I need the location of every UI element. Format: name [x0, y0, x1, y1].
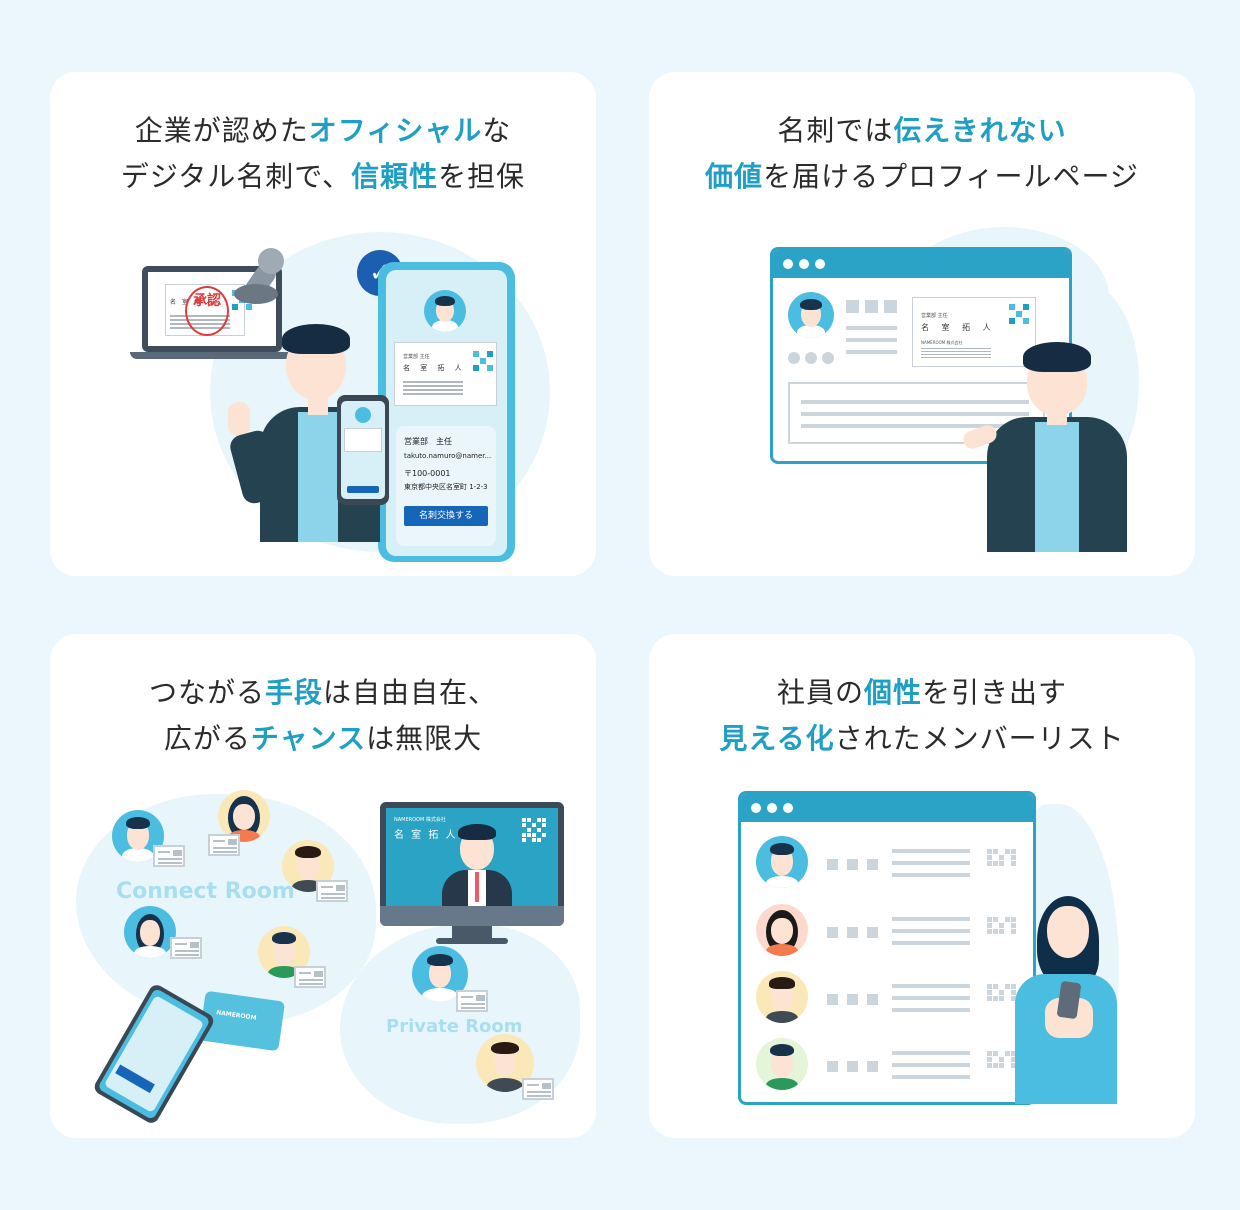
avatar — [424, 290, 466, 332]
monitor-name: 名 室 拓 人 — [394, 830, 458, 841]
private-room-label: Private Room — [386, 1016, 523, 1037]
illustration-connect: Connect Room Private Room — [50, 634, 596, 1138]
window-dot-icon — [783, 803, 793, 813]
mini-card-icon — [208, 834, 240, 856]
profile-address: 東京都中央区名室町 1-2-3 — [404, 483, 488, 491]
qr-code-icon — [987, 1051, 1016, 1068]
illustration-profile-page: 営業部 主任 名 室 拓 人 NAMEROOM 株式会社 — [649, 72, 1195, 576]
qr-code-icon — [987, 984, 1016, 1001]
title-line-1: 社員の個性を引き出す — [776, 676, 1068, 709]
window-dot-icon — [767, 803, 777, 813]
title-line-1: 名刺では伝えきれない — [777, 114, 1067, 147]
feature-card-connect: つながる手段は自由自在、 広がるチャンスは無限大 Connect Room Pr… — [50, 634, 596, 1138]
window-dot-icon — [783, 259, 793, 269]
title-line-2: 価値を届けるプロフィールページ — [705, 160, 1139, 193]
avatar — [756, 836, 808, 888]
avatar — [788, 292, 834, 338]
profile-info-panel: 営業部 主任 takuto.namuro@namer... 〒100-0001 … — [396, 426, 496, 546]
avatar — [355, 407, 371, 423]
feature-title: つながる手段は自由自在、 広がるチャンスは無限大 — [50, 670, 596, 762]
exchange-card-button-mini — [347, 486, 379, 493]
mini-card-icon — [294, 966, 326, 988]
business-card: 営業部 主任 名 室 拓 人 NAMEROOM 株式会社 — [912, 297, 1036, 367]
qr-pattern-icon — [473, 351, 493, 371]
title-line-2: 広がるチャンスは無限大 — [163, 722, 483, 755]
profile-postal: 〒100-0001 — [404, 469, 451, 478]
avatar — [756, 971, 808, 1023]
mini-card-icon — [153, 845, 185, 867]
feature-card-profile-page: 名刺では伝えきれない 価値を届けるプロフィールページ — [649, 72, 1195, 576]
qr-code-icon — [987, 849, 1016, 866]
exchange-card-button[interactable]: 名刺交換する — [404, 506, 488, 526]
title-line-1: 企業が認めたオフィシャルな — [134, 114, 512, 147]
feature-card-official: 企業が認めたオフィシャルな デジタル名刺で、信頼性を担保 名 室 拓 人 承認 … — [50, 72, 596, 576]
monitor-company: NAMEROOM 株式会社 — [394, 817, 446, 823]
feature-title: 名刺では伝えきれない 価値を届けるプロフィールページ — [649, 108, 1195, 200]
profile-dept: 営業部 主任 — [404, 437, 452, 446]
title-line-1: つながる手段は自由自在、 — [148, 676, 498, 709]
title-line-2: 見える化されたメンバーリスト — [719, 722, 1125, 755]
illustration-official: 名 室 拓 人 承認 ✓ 営業部 主任 名 室 拓 人 — [50, 72, 596, 576]
business-card-phone: 営業部 主任 名 室 拓 人 — [394, 342, 497, 406]
feature-title: 企業が認めたオフィシャルな デジタル名刺で、信頼性を担保 — [50, 108, 596, 200]
mini-card-icon — [316, 880, 348, 902]
browser-window-mockup: 営業部 主任 名 室 拓 人 NAMEROOM 株式会社 — [770, 247, 1072, 464]
avatar — [282, 840, 334, 892]
window-dot-icon — [799, 259, 809, 269]
connect-room-label: Connect Room — [116, 879, 295, 904]
approval-stamp-mark: 承認 — [185, 286, 229, 336]
profile-email: takuto.namuro@namer... — [404, 452, 492, 460]
mini-card-icon — [456, 990, 488, 1012]
member-list-window — [738, 791, 1036, 1105]
window-dot-icon — [751, 803, 761, 813]
qr-code-icon — [522, 818, 546, 842]
mini-card-icon — [170, 937, 202, 959]
illustration-member-list — [649, 634, 1195, 1138]
avatar — [124, 906, 176, 958]
qr-pattern-icon — [1009, 304, 1029, 324]
mini-card-icon — [522, 1078, 554, 1100]
feature-title: 社員の個性を引き出す 見える化されたメンバーリスト — [649, 670, 1195, 762]
avatar — [218, 790, 270, 842]
avatar — [476, 1034, 534, 1092]
feature-card-member-list: 社員の個性を引き出す 見える化されたメンバーリスト — [649, 634, 1195, 1138]
title-line-2: デジタル名刺で、信頼性を担保 — [120, 160, 526, 193]
window-dot-icon — [815, 259, 825, 269]
qr-code-icon — [987, 917, 1016, 934]
avatar — [756, 1038, 808, 1090]
avatar — [756, 904, 808, 956]
